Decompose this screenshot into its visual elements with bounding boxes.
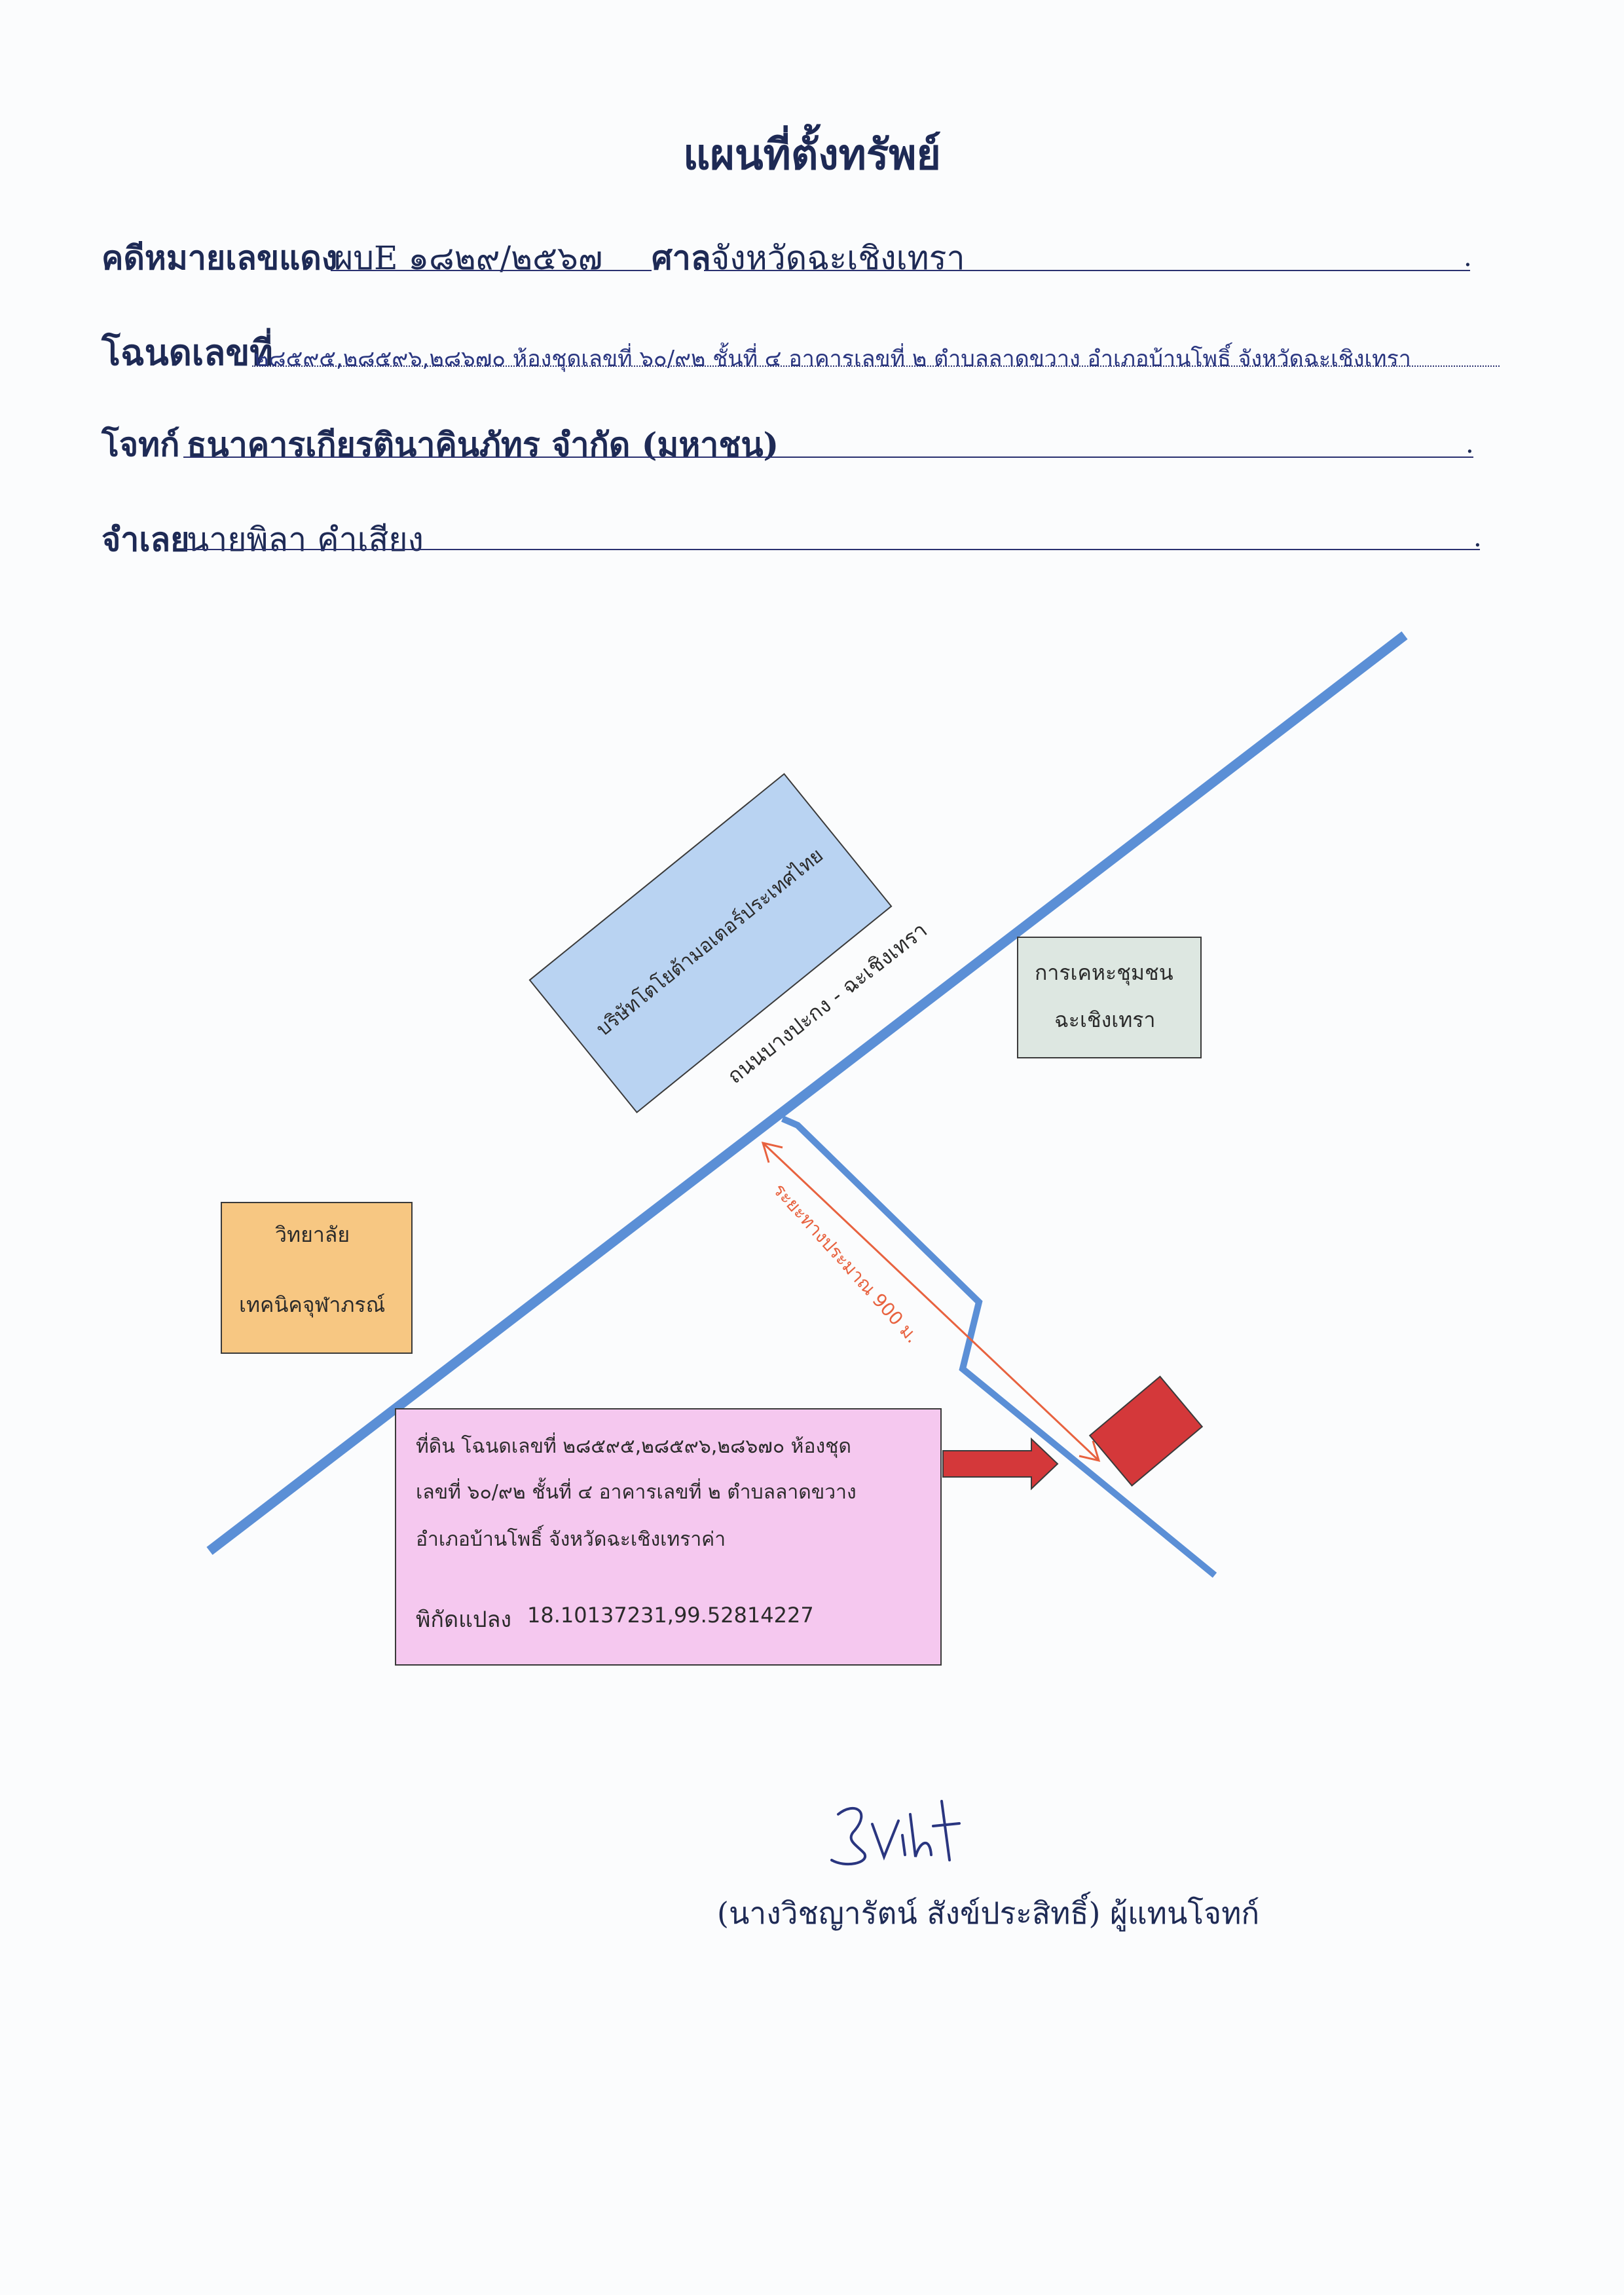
defendant-label: จำเลย <box>101 520 190 559</box>
housing-authority-box <box>1017 937 1202 1058</box>
plaintiff-underline <box>183 457 1473 458</box>
land-line1: ที่ดิน โฉนดเลขที่ ๒๘๕๙๕,๒๘๕๙๖,๒๘๖๗๐ ห้อง… <box>416 1435 851 1458</box>
court-underline <box>704 270 1470 271</box>
handwritten-signature <box>830 1800 961 1866</box>
deed-label: โฉนดเลขที่ <box>101 331 273 373</box>
college-line1: วิทยาลัย <box>275 1222 350 1247</box>
coordinate-label: พิกัดแปลง <box>416 1607 512 1633</box>
college-box <box>221 1202 413 1354</box>
distance-arrowhead-end <box>1079 1440 1101 1463</box>
target-building <box>1088 1375 1204 1487</box>
distance-arrowhead-start <box>761 1141 783 1163</box>
land-line3: อำเภอบ้านโพธิ์ จังหวัดฉะเชิงเทราค่า <box>416 1528 726 1551</box>
plaintiff-label: โจทก์ <box>101 425 180 464</box>
court-label: ศาล <box>652 238 711 277</box>
case-number-underline <box>331 270 652 271</box>
defendant-value: นายพิลา คำเสียง <box>187 521 424 559</box>
toyota-box <box>528 773 893 1113</box>
distance-line <box>762 1142 1100 1462</box>
housing-line1: การเคหะชุมชน <box>1035 960 1173 985</box>
main-road <box>206 631 1408 1555</box>
deed-underline <box>252 365 1500 367</box>
access-road <box>781 1115 1217 1578</box>
plaintiff-end-dot: . <box>1466 429 1474 459</box>
defendant-end-dot: . <box>1473 523 1482 553</box>
housing-line2: ฉะเชิงเทรา <box>1054 1007 1156 1032</box>
case-number-label: คดีหมายเลขแดง <box>101 238 338 277</box>
land-line2: เลขที่ ๖๐/๙๒ ชั้นที่ ๔ อาคารเลขที่ ๒ ตำบ… <box>416 1481 857 1504</box>
pointer-arrow <box>942 1437 1059 1491</box>
distance-label: ระยะทางประมาณ 900 ม. <box>769 1179 923 1347</box>
college-line2: เทคนิคจุฬาภรณ์ <box>239 1292 386 1317</box>
page-title: แผนที่ตั้งทรัพย์ <box>683 130 941 179</box>
court-end-dot: . <box>1464 242 1472 272</box>
representative-name: (นางวิชญารัตน์ สังข์ประสิทธิ์) ผู้แทนโจท… <box>717 1895 1260 1931</box>
coordinate-value: 18.10137231,99.52814227 <box>527 1603 814 1628</box>
land-info-box <box>395 1408 942 1666</box>
deed-value: ๒๘๕๙๕,๒๘๕๙๖,๒๘๖๗๐ ห้องชุดเลขที่ ๖๐/๙๒ ชั… <box>254 346 1411 372</box>
defendant-underline <box>183 549 1480 550</box>
